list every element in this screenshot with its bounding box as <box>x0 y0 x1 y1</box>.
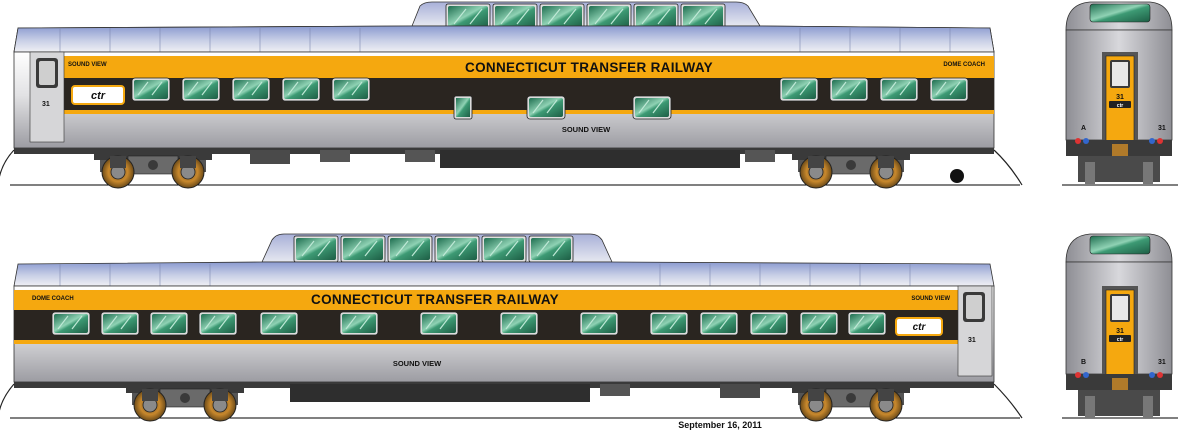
railroad-logo-2: ctr <box>895 317 943 336</box>
car-side-view-1: ctr CONNECTICUT TRANSFER RAILWAY SOUND V… <box>0 1 1023 189</box>
car-number-side-1: 31 <box>42 101 50 108</box>
car-type-2: DOME COACH <box>32 296 74 302</box>
car-number-end-b: 31 <box>1116 328 1124 335</box>
car-name-small-2: SOUND VIEW <box>911 296 950 302</box>
logo-text: ctr <box>91 90 106 102</box>
car-number-end-b2: 31 <box>1158 359 1166 366</box>
end-letter-a: A <box>1081 125 1086 132</box>
car-number-end-a: 31 <box>1116 94 1124 101</box>
railroad-logo-1: ctr <box>71 85 125 105</box>
date-label: September 16, 2011 <box>678 420 762 430</box>
car-type-1: DOME COACH <box>943 62 985 68</box>
logo-text: ctr <box>913 322 927 333</box>
railroad-name-1: CONNECTICUT TRANSFER RAILWAY <box>465 60 713 75</box>
side-windows-1 <box>131 77 969 120</box>
end-view-a: 31 ctr A 31 <box>1062 1 1178 186</box>
car-name-1: SOUND VIEW <box>562 125 611 134</box>
truck-1a <box>93 151 213 189</box>
car-name-2: SOUND VIEW <box>393 359 442 368</box>
car-name-small-1: SOUND VIEW <box>68 62 107 68</box>
car-number-end-a2: 31 <box>1158 125 1166 132</box>
truck-2b <box>791 384 911 422</box>
truck-2a <box>125 384 245 422</box>
truck-1b <box>791 151 911 189</box>
railroad-name-2: CONNECTICUT TRANSFER RAILWAY <box>311 292 559 307</box>
end-letter-b: B <box>1081 359 1086 366</box>
car-number-side-2: 31 <box>968 337 976 344</box>
logo-text: ctr <box>1117 337 1123 343</box>
end-view-b: 31 ctr B 31 <box>1062 233 1178 419</box>
logo-text: ctr <box>1117 103 1123 109</box>
car-side-view-2: ctr CONNECTICUT TRANSFER RAILWAY DOME CO… <box>0 233 1023 422</box>
